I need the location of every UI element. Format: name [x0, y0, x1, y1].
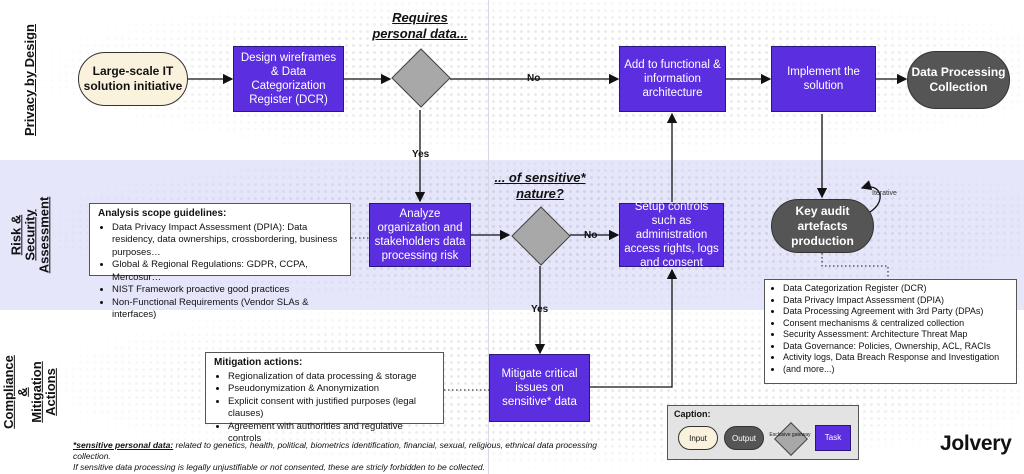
artefact-item: (and more...) [783, 364, 1010, 376]
caption-gateway-label: Exclusive gateway [769, 432, 811, 438]
artefacts-box: Data Categorization Register (DCR) Data … [764, 279, 1017, 384]
analysis-list: Data Privacy Impact Assessment (DPIA): D… [98, 222, 342, 322]
footnote-line2: If sensitive data processing is legally … [73, 462, 486, 472]
question-requires-personal-data: Requires personal data... [372, 10, 468, 41]
edge-mitigate-controls [590, 268, 678, 388]
dotted-link-artefacts [821, 253, 889, 278]
caption-gateway-shape [774, 422, 808, 456]
caption-input: Input [678, 426, 718, 450]
analysis-item: Non-Functional Requirements (Vendor SLAs… [112, 297, 342, 322]
center-divider [488, 0, 489, 474]
analysis-item: Data Privacy Impact Assessment (DPIA): D… [112, 222, 342, 260]
edge-audit-iterative [860, 180, 881, 213]
analysis-header: Analysis scope guidelines: [98, 208, 227, 219]
task-design-wireframes: Design wireframes & Data Categorization … [233, 46, 344, 112]
caption-output: Output [724, 426, 764, 450]
edge-label-no-1: No [527, 73, 541, 84]
artefact-item: Activity logs, Data Breach Response and … [783, 352, 1010, 364]
mitigation-actions-box: Mitigation actions: Regionalization of d… [205, 352, 444, 444]
mitigation-item: Agreement with authorities and regulativ… [228, 421, 435, 446]
mitigation-header: Mitigation actions: [214, 357, 303, 368]
caption-task: Task [815, 425, 851, 451]
mitigation-item: Regionalization of data processing & sto… [228, 371, 435, 384]
brand-logo: Jolvery [940, 432, 1012, 455]
caption-legend: Caption: Input Output Exclusive gateway … [667, 405, 859, 460]
analysis-guidelines-box: Analysis scope guidelines: Data Privacy … [89, 203, 351, 320]
mitigation-item: Pseudonymization & Anonymization [228, 383, 435, 396]
task-mitigate: Mitigate critical issues on sensitive* d… [489, 354, 590, 422]
artefact-item: Data Processing Agreement with 3rd Party… [783, 306, 1010, 318]
edge-label-yes-2: Yes [531, 304, 549, 315]
task-add-functional: Add to functional & information architec… [619, 46, 726, 112]
analysis-item: NIST Framework proactive good practices [112, 284, 342, 297]
footnote-term: *sensitive personal data: [73, 440, 174, 450]
question-sensitive-nature: ... of sensitive* nature? [494, 170, 586, 201]
output-data-processing-collection: Data Processing Collection [907, 51, 1010, 109]
task-analyze-risk: Analyze organization and stakeholders da… [369, 203, 471, 267]
iterative-label: Iterative [872, 190, 897, 197]
footnote: *sensitive personal data: related to gen… [73, 440, 633, 473]
caption-title: Caption: [674, 409, 711, 419]
artefacts-list: Data Categorization Register (DCR) Data … [771, 283, 1010, 375]
artefact-item: Data Privacy Impact Assessment (DPIA) [783, 295, 1010, 307]
task-implement: Implement the solution [771, 46, 876, 112]
analysis-item: Global & Regional Regulations: GDPR, CCP… [112, 259, 342, 284]
artefact-item: Security Assessment: Architecture Threat… [783, 329, 1010, 341]
footnote-line1: related to genetics, health, political, … [73, 440, 597, 461]
task-setup-controls: Setup controls such as administration ac… [619, 201, 724, 269]
mitigation-list: Regionalization of data processing & sto… [214, 371, 435, 446]
edge-label-no-2: No [584, 230, 598, 241]
edge-label-yes-1: Yes [412, 149, 430, 160]
mitigation-item: Explicit consent with justified purposes… [228, 396, 435, 421]
start-input: Large-scale IT solution initiative [78, 52, 188, 106]
artefact-item: Consent mechanisms & centralized collect… [783, 318, 1010, 330]
artefact-item: Data Categorization Register (DCR) [783, 283, 1010, 295]
artefact-item: Data Governance: Policies, Ownership, AC… [783, 341, 1010, 353]
output-key-audit-artefacts: Key audit artefacts production [771, 199, 874, 253]
